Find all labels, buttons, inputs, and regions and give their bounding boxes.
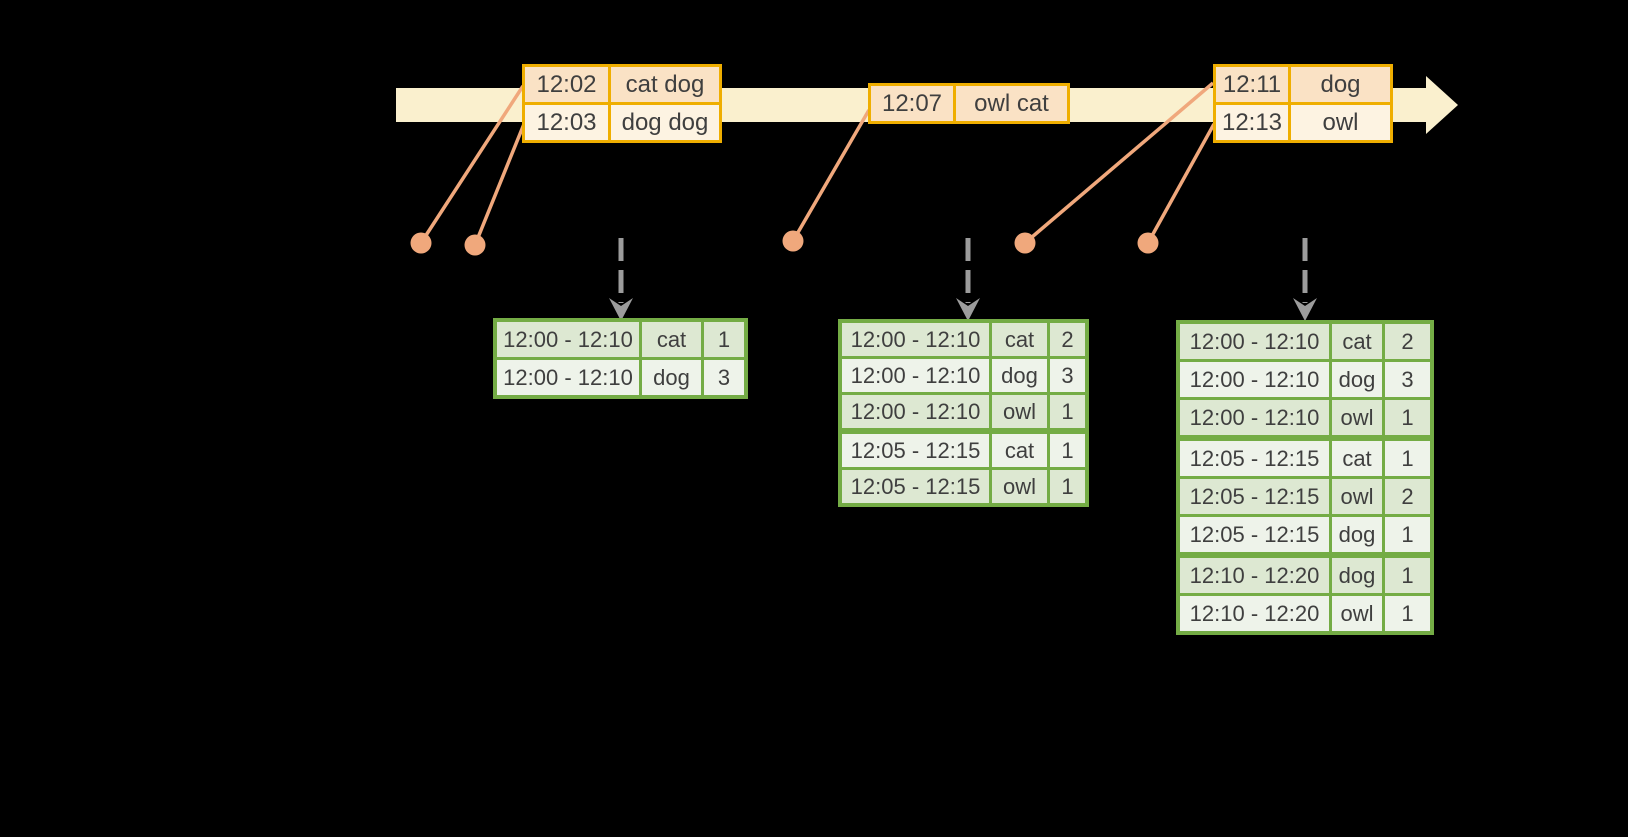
table-cell: dog dog xyxy=(608,105,719,140)
table-cell: dog xyxy=(1329,558,1382,593)
table-cell: 12:00 - 12:10 xyxy=(503,327,633,352)
table-cell: 1 xyxy=(1047,395,1085,428)
event-connector-line xyxy=(1146,123,1216,244)
event-connector-line xyxy=(419,85,525,244)
table-cell: 12:13 xyxy=(1221,109,1283,136)
event-connector-line xyxy=(791,109,871,242)
event-marker-dot xyxy=(782,230,804,252)
table-cell: 12:00 - 12:10 xyxy=(1189,367,1320,392)
table-cell: 3 xyxy=(701,360,744,395)
arrow-down-icon xyxy=(956,298,980,321)
table-row: 12:07 owl cat xyxy=(871,86,1067,121)
event-marker-dot xyxy=(410,232,432,254)
table-cell: 12:00 - 12:10 xyxy=(503,365,633,390)
table-cell: 1 xyxy=(1382,441,1430,476)
table-cell: 12:00 - 12:10 xyxy=(850,363,981,388)
table-cell: 12:05 - 12:15 xyxy=(850,438,981,463)
table-cell: 12:11 xyxy=(1222,71,1282,98)
table-cell: owl cat xyxy=(953,86,1067,121)
table-cell: 12:00 - 12:10 xyxy=(850,399,981,424)
table-cell: 2 xyxy=(1047,323,1085,356)
table-cell: 1 xyxy=(1047,470,1085,503)
table-cell: 3 xyxy=(1047,359,1085,392)
event-table: 12:02 cat dog 12:03 dog dog xyxy=(522,64,722,143)
table-cell: 2 xyxy=(1382,324,1430,359)
table-cell: 1 xyxy=(1047,434,1085,467)
table-cell: dog xyxy=(1329,517,1382,552)
arrow-down-icon xyxy=(1293,298,1317,321)
table-cell: cat xyxy=(1329,441,1382,476)
table-cell: cat xyxy=(989,323,1047,356)
table-cell: 12:03 xyxy=(536,109,597,136)
table-cell: 12:05 - 12:15 xyxy=(850,474,981,499)
table-cell: cat dog xyxy=(608,67,719,102)
event-connector-line xyxy=(1023,81,1215,245)
event-connector-line xyxy=(473,123,526,246)
table-cell: dog xyxy=(639,360,701,395)
table-cell: owl xyxy=(1288,105,1390,140)
timeline-arrowhead-icon xyxy=(1426,76,1458,134)
table-cell: owl xyxy=(1329,400,1382,435)
event-marker-dot xyxy=(464,234,486,256)
trigger-arrow xyxy=(1293,238,1317,321)
table-cell: 2 xyxy=(1382,479,1430,514)
trigger-arrow xyxy=(956,238,980,321)
table-cell: cat xyxy=(639,322,701,357)
table-cell: 1 xyxy=(1382,400,1430,435)
table-cell: 12:10 - 12:20 xyxy=(1189,601,1320,626)
table-cell: dog xyxy=(1329,362,1382,397)
table-cell: owl xyxy=(1329,596,1382,631)
table-cell: 12:00 - 12:10 xyxy=(1189,405,1320,430)
table-cell: 1 xyxy=(1382,517,1430,552)
table-row: 12:03 dog dog xyxy=(525,102,719,140)
arrow-down-icon xyxy=(609,298,633,321)
table-cell: 12:05 - 12:15 xyxy=(1189,446,1320,471)
table-cell: dog xyxy=(1288,67,1390,102)
event-marker-dot xyxy=(1137,232,1159,254)
trigger-arrow xyxy=(609,238,633,321)
table-cell: 1 xyxy=(1382,558,1430,593)
table-cell: dog xyxy=(989,359,1047,392)
table-cell: 12:10 - 12:20 xyxy=(1189,563,1320,588)
table-cell: owl xyxy=(989,470,1047,503)
table-cell: owl xyxy=(1329,479,1382,514)
event-table: 12:07 owl cat xyxy=(868,83,1070,124)
table-cell: 3 xyxy=(1382,362,1430,397)
table-cell: 1 xyxy=(1382,596,1430,631)
table-cell: 12:00 - 12:10 xyxy=(850,327,981,352)
table-cell: 12:05 - 12:15 xyxy=(1189,522,1320,547)
table-cell: owl xyxy=(989,395,1047,428)
event-marker-dot xyxy=(1014,232,1036,254)
table-cell: cat xyxy=(1329,324,1382,359)
table-cell: 12:05 - 12:15 xyxy=(1189,484,1320,509)
table-cell: 1 xyxy=(701,322,744,357)
table-cell: 12:00 - 12:10 xyxy=(1189,329,1320,354)
table-cell: cat xyxy=(989,434,1047,467)
table-cell: 12:02 xyxy=(536,71,597,98)
table-cell: 12:07 xyxy=(881,90,943,117)
table-row: 12:02 cat dog xyxy=(525,67,719,102)
